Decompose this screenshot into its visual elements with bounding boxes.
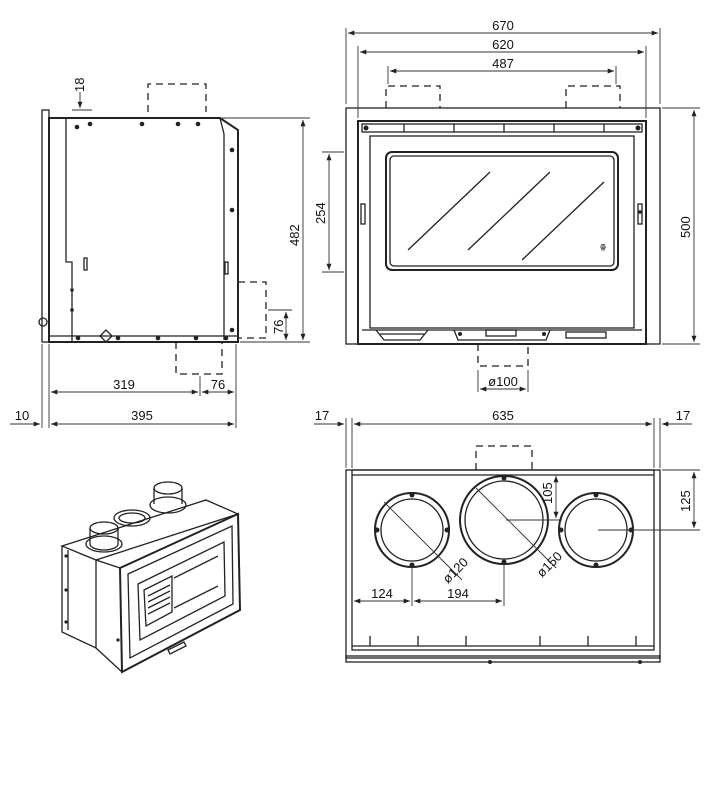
iso-firebox-left xyxy=(143,574,173,628)
dim-top-right-offset: 17 xyxy=(676,408,690,423)
front-flue-left xyxy=(385,85,441,108)
iso-firebox-bricks xyxy=(147,555,219,615)
iso-flue-left xyxy=(85,521,123,553)
dim-top-left-x: 124 xyxy=(371,586,393,601)
dim-top-side-y: 125 xyxy=(678,490,693,512)
front-flue-right xyxy=(565,85,621,108)
front-base-details xyxy=(362,329,642,341)
front-body xyxy=(357,120,647,345)
front-glass-logo: ꙮ xyxy=(600,244,606,251)
iso-side-face xyxy=(61,546,97,650)
front-door xyxy=(369,135,635,329)
iso-top-face xyxy=(60,499,240,561)
iso-bolts xyxy=(64,554,120,642)
side-bolts xyxy=(70,121,235,341)
dim-side-outlet-offset: 76 xyxy=(211,377,225,392)
side-view: 18 482 76 319 76 10 395 xyxy=(10,78,310,428)
iso-flue-right xyxy=(149,481,187,514)
front-right-latch xyxy=(637,203,643,225)
iso-door xyxy=(127,524,234,660)
front-top-rail xyxy=(361,123,643,133)
top-body xyxy=(351,469,655,651)
front-glass xyxy=(385,151,619,271)
glass-reflection-lines xyxy=(407,171,605,261)
dim-side-depth-total: 395 xyxy=(131,408,153,423)
iso-frame-join-top xyxy=(95,559,121,569)
dim-top-center-x: 194 xyxy=(447,586,469,601)
dim-front-height: 500 xyxy=(678,216,693,238)
dim-side-depth-inner: 319 xyxy=(113,377,135,392)
iso-glass xyxy=(137,540,226,642)
isometric-view xyxy=(60,481,242,674)
side-back-line xyxy=(219,117,225,340)
dim-top-left-offset: 17 xyxy=(315,408,329,423)
iso-flue-center xyxy=(113,509,151,527)
iso-frame-join-bottom xyxy=(95,647,123,673)
top-rear-inlet xyxy=(475,445,533,470)
front-view: ꙮ 670 620 4 xyxy=(313,18,700,392)
dim-top-center-y: 105 xyxy=(540,482,555,504)
side-inner-line xyxy=(65,118,73,342)
dim-front-outlet-spacing: 487 xyxy=(492,56,514,71)
front-left-latch xyxy=(360,203,366,225)
side-slot xyxy=(83,257,88,271)
dim-side-outlet-height: 76 xyxy=(271,320,286,334)
dim-front-total-width: 670 xyxy=(492,18,514,33)
top-bottom-ticks xyxy=(352,636,654,664)
side-body xyxy=(48,117,239,343)
side-diamond-mark xyxy=(99,329,113,343)
dim-top-center-diameter: ø150 xyxy=(534,549,566,581)
dim-top-side-diameter: ø120 xyxy=(440,555,472,587)
front-glass-inner xyxy=(389,155,615,267)
side-hinge-ring xyxy=(38,317,48,327)
iso-front-frame xyxy=(118,512,242,674)
dim-side-frame: 10 xyxy=(15,408,29,423)
dim-front-inlet-diameter: ø100 xyxy=(488,374,518,389)
side-bottom-inlet xyxy=(175,342,223,375)
front-outer-frame xyxy=(345,107,661,345)
dim-front-glass-height: 254 xyxy=(313,202,328,224)
side-top-flue xyxy=(147,83,207,112)
side-rear-outlet xyxy=(238,281,267,339)
front-bottom-inlet xyxy=(477,344,529,367)
top-view: 17 635 17 105 125 124 194 ø120 ø150 xyxy=(314,408,700,664)
top-frame-bottom xyxy=(345,655,661,663)
dim-side-height: 482 xyxy=(287,224,302,246)
front-rail-ticks xyxy=(363,124,641,132)
dim-front-inner-width: 620 xyxy=(492,37,514,52)
side-slot-right xyxy=(224,261,229,275)
dim-side-top-offset: 18 xyxy=(72,78,87,92)
iso-handle xyxy=(167,641,187,655)
side-frame-plate xyxy=(41,109,50,343)
dim-top-width: 635 xyxy=(492,408,514,423)
